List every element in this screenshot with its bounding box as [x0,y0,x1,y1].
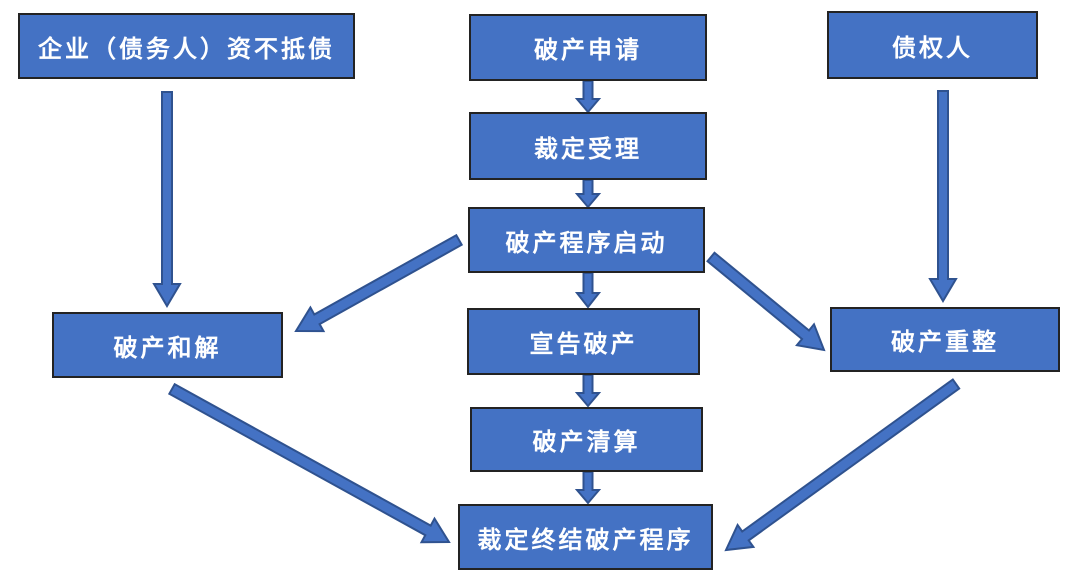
node-procedure-start: 破产程序启动 [468,207,705,273]
arrow-reorganization-to-termination [724,378,961,552]
arrow-reconciliation-to-termination [167,382,451,544]
arrow-declaration-to-liquidation [574,374,602,408]
arrow-procedure-start-to-declaration [574,272,602,309]
node-reconciliation: 破产和解 [52,312,283,378]
node-declaration: 宣告破产 [467,308,700,375]
node-acceptance: 裁定受理 [469,112,707,180]
arrow-liquidation-to-termination [574,471,602,505]
arrow-procedure-start-to-reorganization [706,251,826,352]
arrow-creditor-to-reorganization [928,90,958,303]
node-liquidation: 破产清算 [470,407,703,472]
node-reorganization: 破产重整 [830,307,1060,372]
arrow-application-to-acceptance [574,80,602,114]
node-creditor: 债权人 [827,11,1038,79]
node-application: 破产申请 [469,14,707,81]
node-termination: 裁定终结破产程序 [458,504,713,570]
arrow-procedure-start-to-reconciliation [294,233,464,333]
arrow-acceptance-to-procedure-start [574,179,602,209]
arrow-debtor-to-reconciliation [152,91,182,308]
node-debtor: 企业（债务人）资不抵债 [18,13,355,79]
